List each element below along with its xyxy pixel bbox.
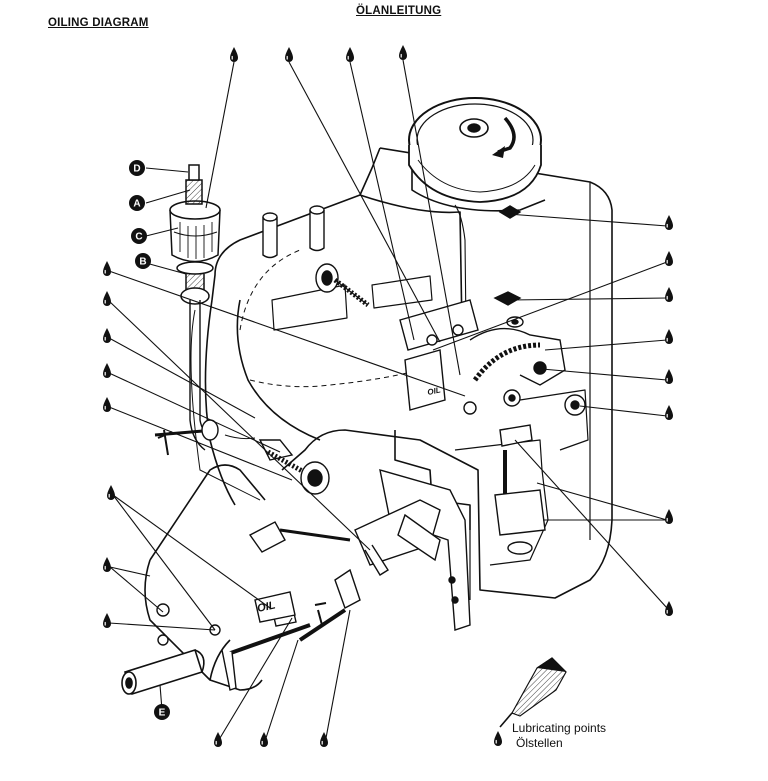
oil-drop-icon xyxy=(213,731,223,748)
callout-B-label: B xyxy=(139,257,146,268)
oil-drop-icon xyxy=(345,46,355,63)
callout-A-label: A xyxy=(133,199,140,210)
oil-can-icon xyxy=(499,657,567,728)
presser-foot-assembly xyxy=(354,469,471,631)
oil-drop-icon xyxy=(664,214,674,231)
oil-drop-icon xyxy=(106,484,116,501)
bed-shaft-E xyxy=(121,648,205,696)
oil-drop-icon xyxy=(102,260,112,277)
oil-drop-icon xyxy=(102,327,112,344)
oil-drop-icon xyxy=(664,250,674,267)
oil-drop-icon xyxy=(102,290,112,307)
oil-plate-head-label: OIL xyxy=(427,385,442,397)
spool-pins xyxy=(262,205,325,259)
oil-cup-reservoir xyxy=(169,164,261,501)
needle-bar-mechanism xyxy=(399,299,586,555)
oil-drop-icon xyxy=(102,362,112,379)
oil-drop-icon xyxy=(102,396,112,413)
callout-badge-C: C xyxy=(131,228,147,244)
callout-badge-B: B xyxy=(135,253,151,269)
oil-drop-icon xyxy=(664,368,674,385)
oil-drop-icon xyxy=(398,44,408,61)
oil-hole-screws xyxy=(493,205,524,328)
diagram-title-english: OILING DIAGRAM xyxy=(48,17,149,29)
legend-oil-drop-icon xyxy=(493,730,503,747)
oil-drop-icon xyxy=(664,328,674,345)
oil-drop-icon xyxy=(102,612,112,629)
oil-drop-icon xyxy=(664,600,674,617)
oil-drop-icon xyxy=(664,404,674,421)
handwheel-pulley xyxy=(408,97,542,203)
leader-lines xyxy=(108,59,668,739)
oil-drop-icon xyxy=(229,46,239,63)
lower-shaft-spring xyxy=(154,419,330,495)
lubricating-point-markers xyxy=(102,44,674,748)
legend-label-english: Lubricating points xyxy=(512,721,607,735)
callout-badge-A: A xyxy=(129,195,145,211)
diagram-title-german: ÖLANLEITUNG xyxy=(356,5,442,17)
callout-badge-E: E xyxy=(154,704,170,720)
callout-badge-D: D xyxy=(129,160,145,176)
oil-drop-icon xyxy=(664,286,674,303)
callout-E-label: E xyxy=(159,708,166,719)
oil-drop-icon xyxy=(664,508,674,525)
callout-C-label: C xyxy=(135,232,142,243)
callout-D-label: D xyxy=(133,164,140,175)
oil-drop-icon xyxy=(284,46,294,63)
oil-drop-icon xyxy=(102,556,112,573)
upper-shaft-bushing xyxy=(315,263,370,307)
legend-label-german: Ölstellen xyxy=(516,736,563,750)
oil-plate-arm-label: OIL xyxy=(256,599,277,615)
